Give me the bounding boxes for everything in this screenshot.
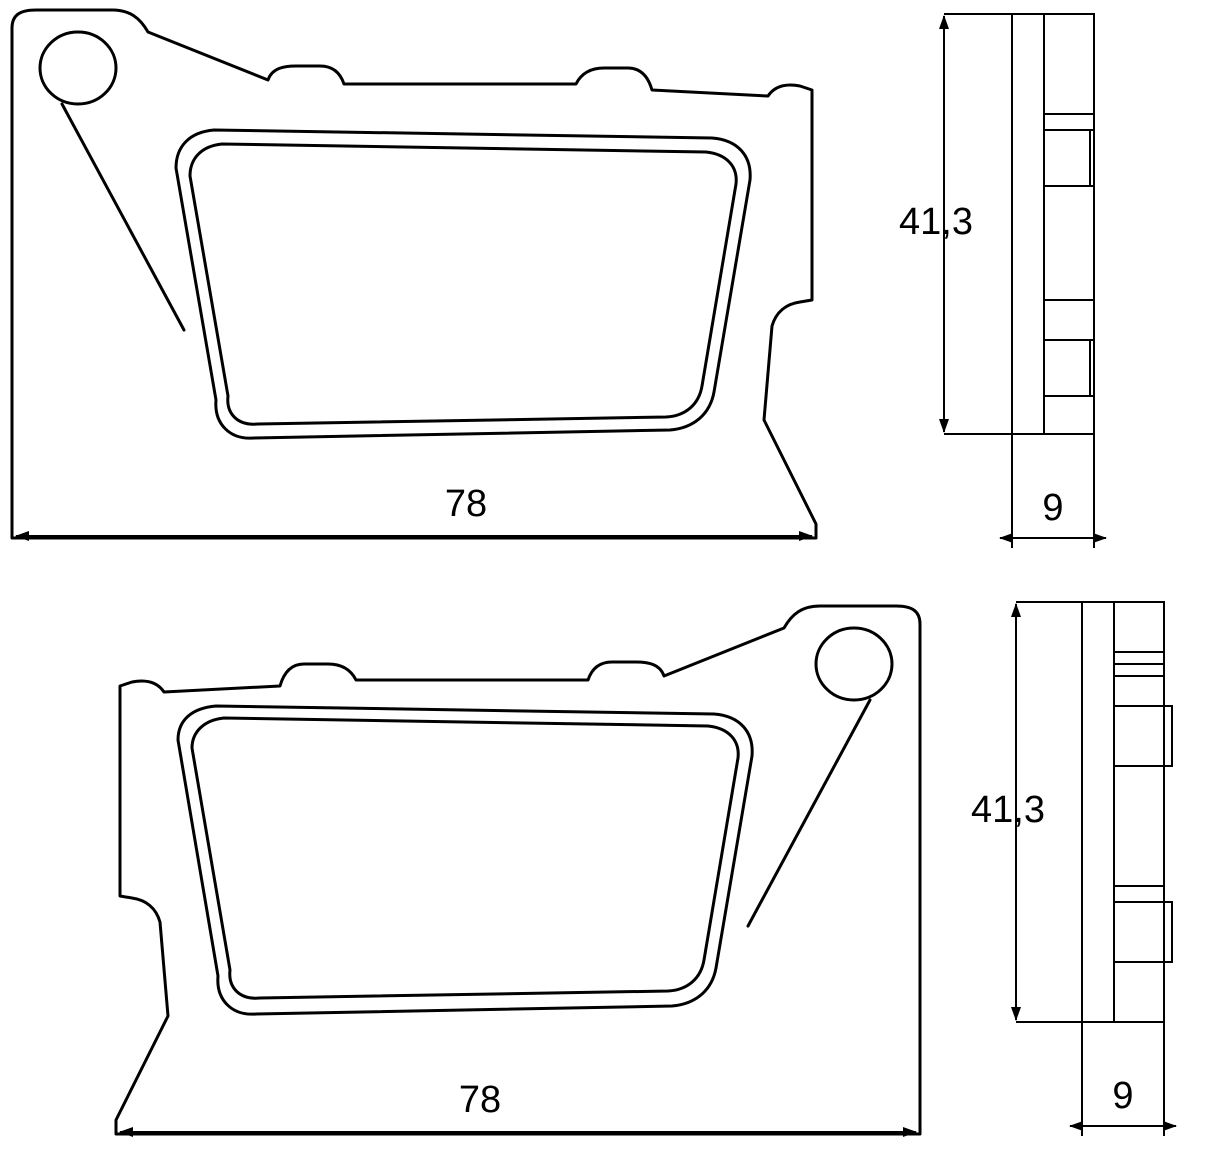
dimension-bottom-width-label: 78 (459, 1079, 501, 1121)
pad-top-left-view: 78 (10, 8, 818, 541)
pad-bottom-side-tab-lower (1164, 901, 1173, 963)
pad-top-left-friction-outline (174, 128, 752, 440)
pad-top-left-mounting-hole (38, 30, 118, 106)
pad-bottom-left-view: 78 (114, 604, 922, 1137)
dimension-bottom-height-label: 41,3 (971, 789, 1045, 831)
pad-bottom-left-mounting-hole (814, 626, 894, 702)
pad-top-side-tab-upper (1089, 129, 1094, 187)
pad-top-right-side-view: 41,3 9 (899, 13, 1107, 548)
pad-bottom-side-tab-upper (1164, 705, 1173, 767)
pad-bottom-left-backing-plate (114, 604, 922, 1136)
dimension-top-thickness-label: 9 (1042, 487, 1063, 529)
dimension-top-height-label: 41,3 (899, 201, 973, 243)
pad-bottom-right-side-view: 41,3 9 (971, 601, 1177, 1136)
dimension-top-width: 78 (15, 483, 813, 541)
pad-top-side-tab-lower (1089, 339, 1094, 397)
pad-bottom-left-arm-line (746, 698, 872, 928)
pad-top-left-backing-plate (10, 8, 818, 540)
dimension-top-thickness: 9 (999, 434, 1107, 548)
dimension-bottom-thickness-label: 9 (1112, 1075, 1133, 1117)
pad-top-left-friction-chamfer (188, 142, 738, 426)
pad-bottom-left-friction-outline (176, 704, 754, 1016)
dimension-bottom-height: 41,3 (971, 601, 1082, 1023)
pad-bottom-side-backing-plate (1081, 601, 1115, 1023)
pad-top-left-arm-line (60, 102, 186, 332)
dimension-top-height: 41,3 (899, 13, 1012, 435)
dimension-bottom-thickness: 9 (1069, 1022, 1177, 1136)
pad-top-side-backing-plate (1011, 13, 1045, 435)
pad-bottom-left-friction-chamfer (190, 716, 740, 1000)
pad-top-side-friction-body (1043, 13, 1095, 435)
dimension-bottom-width: 78 (119, 1079, 917, 1137)
dimension-top-width-label: 78 (445, 483, 487, 525)
